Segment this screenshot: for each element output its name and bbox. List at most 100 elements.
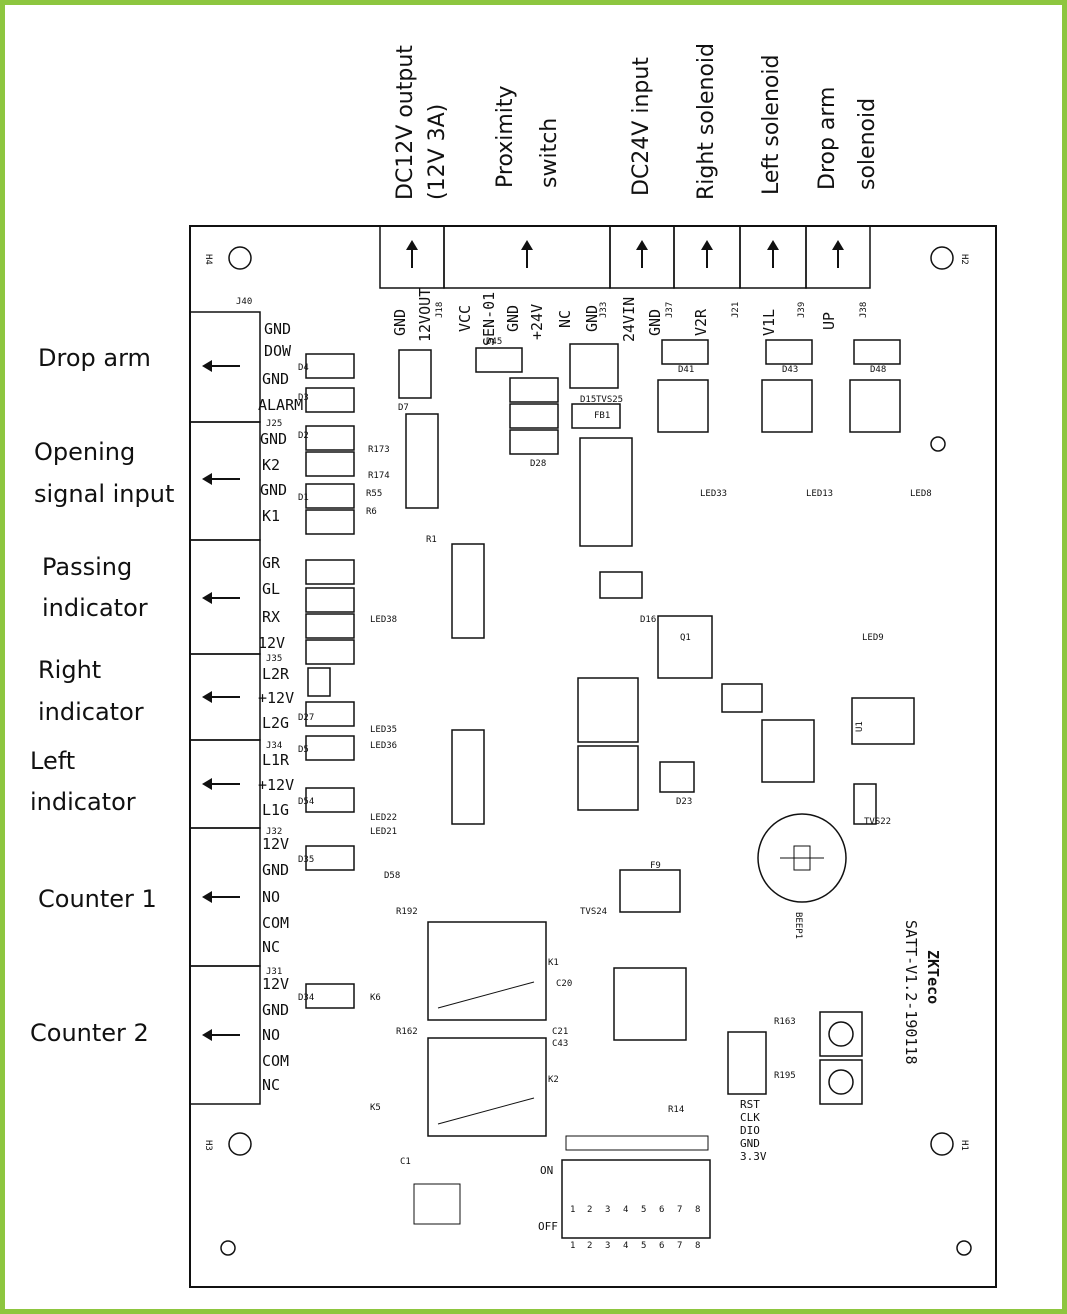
- diode-column-left: [305, 353, 355, 1009]
- prog-pin-label: DIO: [740, 1124, 760, 1137]
- dip-number: 3: [605, 1241, 610, 1251]
- ic-u12: [451, 543, 485, 639]
- pin-label: NC: [262, 1076, 280, 1094]
- part-label: LED9: [862, 633, 884, 643]
- pin-label: NC: [556, 310, 574, 328]
- pin-label: V2R: [692, 308, 710, 336]
- part-label: K6: [370, 993, 381, 1003]
- pcb-outline: [189, 225, 997, 1288]
- hole-label: H2: [959, 254, 969, 265]
- part-label: D54: [298, 797, 314, 807]
- transistor-q7: [761, 379, 813, 433]
- component-labels: D4 D3 D2 D1 D27 D5 D54 D35 D34 D7 D45 D4…: [298, 337, 932, 1167]
- part-label: D58: [384, 871, 400, 881]
- diode-d7: [398, 349, 432, 399]
- left-label-left-line2: indicator: [30, 788, 136, 816]
- part-label: FB1: [594, 411, 610, 421]
- model-text: SATT-V1.2-190118: [902, 920, 920, 1065]
- part-label: D15: [580, 395, 596, 405]
- dip-number: 1: [570, 1241, 575, 1251]
- part-label: R6: [366, 507, 377, 517]
- top-label-line: solenoid: [855, 98, 880, 190]
- pin-label: 24VIN: [620, 297, 638, 342]
- top-label-line: switch: [537, 118, 562, 188]
- mounting-hole-icon: [930, 1132, 954, 1156]
- part-label: TVS24: [580, 907, 607, 917]
- pin-label: SEN-01: [480, 292, 498, 346]
- pin-label: VCC: [456, 305, 474, 332]
- left-label-counter-1: Counter 1: [38, 885, 157, 913]
- hole-label: H4: [203, 254, 213, 265]
- pin-label: L2R: [262, 665, 290, 683]
- ref-label: J38: [859, 302, 869, 318]
- arrow-up-icon: [767, 240, 779, 268]
- terminal-block-counter2: [189, 965, 261, 1105]
- brand-logo-text: ZKTeco: [924, 950, 942, 1004]
- mounting-hole-icon: [930, 436, 946, 452]
- part-label: D4: [298, 363, 309, 373]
- pin-label: GND: [504, 305, 522, 332]
- top-connectors: [379, 225, 871, 289]
- dip-number: 8: [695, 1241, 700, 1251]
- part-label: D1: [298, 493, 309, 503]
- ref-label: J31: [266, 967, 282, 977]
- mounting-hole-icon: [228, 246, 252, 270]
- pin-label: NO: [262, 888, 280, 906]
- pin-label: V1L: [760, 309, 778, 336]
- part-label: U1: [855, 721, 865, 732]
- pin-label: 12VOUT: [416, 288, 434, 342]
- left-label-passing-line2: indicator: [42, 594, 148, 622]
- transistor-q8: [849, 379, 901, 433]
- pin-label: +24V: [528, 304, 546, 340]
- mounting-hole-icon: [930, 246, 954, 270]
- top-label-line: Proximity: [493, 85, 518, 188]
- top-label-line: (12V 3A): [425, 104, 450, 200]
- relay-k6: [427, 921, 547, 1021]
- arrow-left-icon: [202, 691, 240, 703]
- part-label: D48: [870, 365, 886, 375]
- left-label-right-line2: indicator: [38, 698, 144, 726]
- mounting-holes: H4 H2 H3 H1: [203, 246, 972, 1256]
- part-label: R1: [426, 535, 437, 545]
- connector-refs: J40 J25 J34 J35 J32 J31 J18 J33 J37 J21 …: [236, 297, 869, 977]
- arrow-up-icon: [406, 240, 418, 268]
- part-label: D28: [530, 459, 546, 469]
- arrow-left-icon: [202, 592, 240, 604]
- part-label: TVS22: [864, 817, 891, 827]
- buzzer-label: BEEP1: [793, 912, 803, 939]
- ref-label: J25: [266, 419, 282, 429]
- transistor-q1: [657, 379, 709, 433]
- arrow-left-icon: [202, 891, 240, 903]
- hole-label: H3: [203, 1140, 213, 1151]
- left-pin-labels: GND DOW GND ALARM GND K2 GND K1 GR GL RX…: [258, 320, 303, 1094]
- part-label: K1: [548, 958, 559, 968]
- arrow-left-icon: [202, 778, 240, 790]
- part-label: LED38: [370, 615, 397, 625]
- hole-label: H1: [959, 1140, 969, 1151]
- ic-u2: [405, 413, 439, 509]
- pin-label: DOW: [264, 342, 292, 360]
- left-label-opening-line1: Opening: [34, 438, 135, 466]
- arrow-up-icon: [636, 240, 648, 268]
- top-label-proximity-switch: Proximity switch: [493, 85, 562, 188]
- left-connectors: [189, 311, 261, 1105]
- part-label: D23: [676, 797, 692, 807]
- part-label: C20: [556, 979, 572, 989]
- pin-label: L1R: [262, 751, 290, 769]
- top-label-line: DC12V output: [393, 45, 418, 200]
- terminal-block-opening: [189, 421, 261, 541]
- part-label: R174: [368, 471, 390, 481]
- push-button-k2: [819, 1011, 863, 1057]
- pin-label: 12V: [258, 634, 285, 652]
- ic-u1: [613, 967, 687, 1041]
- dip-on-label: ON: [540, 1164, 553, 1177]
- top-label-line: Right solenoid: [694, 43, 719, 200]
- dip-number: 2: [587, 1241, 592, 1251]
- part-label: C21: [552, 1027, 568, 1037]
- pin-label: GL: [262, 580, 280, 598]
- ic-u13: [451, 729, 485, 825]
- dip-number: 7: [677, 1205, 682, 1215]
- part-label: D16: [640, 615, 656, 625]
